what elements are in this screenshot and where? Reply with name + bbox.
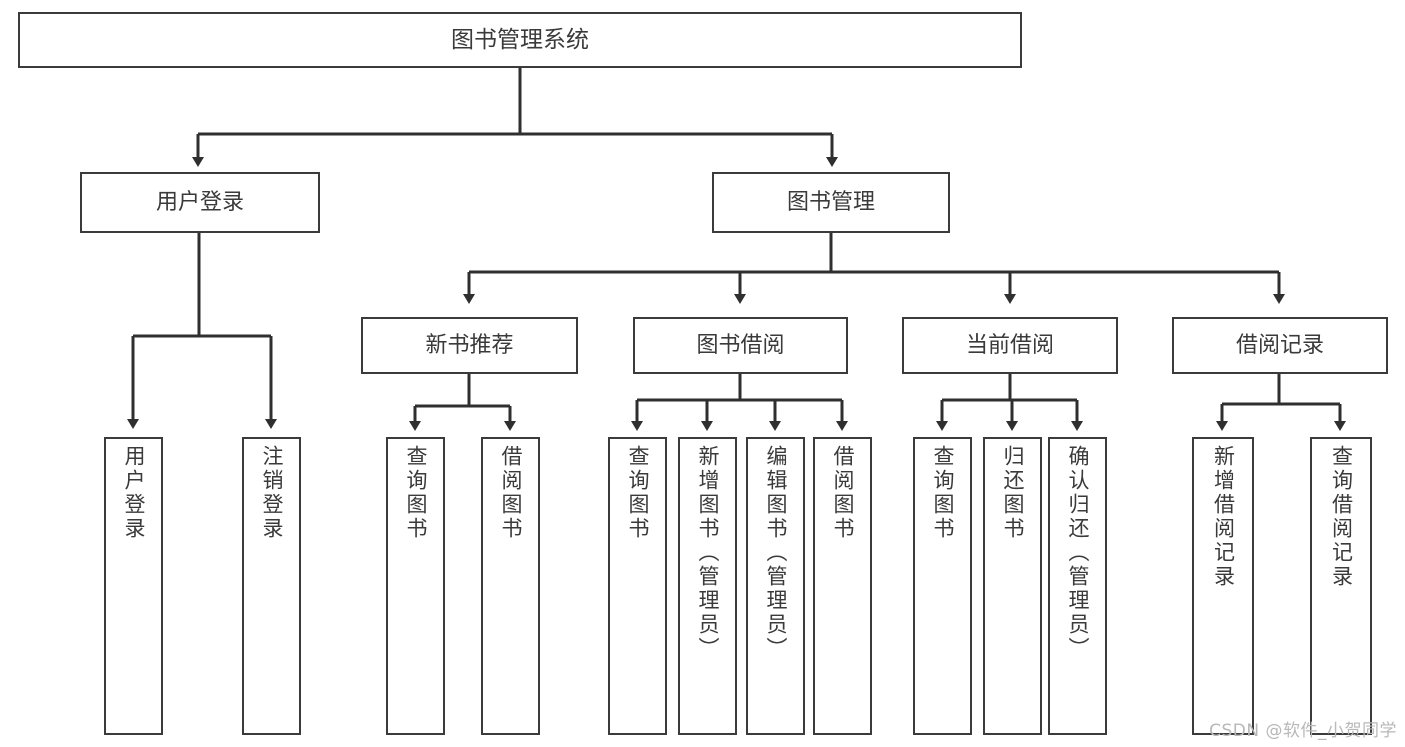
node-leaf-edit-book[interactable]: 编辑图书（管理员） bbox=[746, 437, 805, 735]
node-leaf-borrow-book-1-label: 借阅图书 bbox=[499, 445, 523, 541]
node-root-label: 图书管理系统 bbox=[451, 26, 589, 53]
node-leaf-add-record-label: 新增借阅记录 bbox=[1211, 445, 1236, 589]
node-leaf-borrow-book-2-label: 借阅图书 bbox=[831, 445, 855, 541]
node-leaf-confirm-return[interactable]: 确认归还（管理员） bbox=[1048, 437, 1107, 735]
node-leaf-add-book-label: 新增图书（管理员） bbox=[696, 445, 720, 661]
node-new-book-recommend[interactable]: 新书推荐 bbox=[361, 317, 578, 374]
node-leaf-borrow-book-2[interactable]: 借阅图书 bbox=[813, 437, 872, 735]
node-book-borrow-label: 图书借阅 bbox=[696, 332, 785, 358]
node-leaf-add-book[interactable]: 新增图书（管理员） bbox=[678, 437, 737, 735]
node-leaf-user-login[interactable]: 用户登录 bbox=[104, 437, 163, 735]
watermark: CSDN @软件_小贺同学 bbox=[1209, 721, 1397, 741]
node-root[interactable]: 图书管理系统 bbox=[18, 12, 1022, 68]
node-book-borrow[interactable]: 图书借阅 bbox=[633, 317, 848, 374]
node-user-login[interactable]: 用户登录 bbox=[80, 172, 320, 233]
node-leaf-borrow-book-1[interactable]: 借阅图书 bbox=[481, 437, 540, 735]
node-leaf-user-login-label: 用户登录 bbox=[122, 445, 146, 541]
node-leaf-logout-login[interactable]: 注销登录 bbox=[242, 437, 301, 735]
node-leaf-query-book-3-label: 查询图书 bbox=[931, 445, 955, 541]
node-current-borrow[interactable]: 当前借阅 bbox=[902, 317, 1118, 374]
node-leaf-query-book-1[interactable]: 查询图书 bbox=[386, 437, 445, 735]
node-leaf-query-book-1-label: 查询图书 bbox=[404, 445, 428, 541]
node-borrow-record[interactable]: 借阅记录 bbox=[1172, 317, 1388, 374]
node-leaf-edit-book-label: 编辑图书（管理员） bbox=[764, 445, 788, 661]
node-book-manage[interactable]: 图书管理 bbox=[712, 172, 950, 233]
node-leaf-query-record[interactable]: 查询借阅记录 bbox=[1310, 437, 1372, 735]
node-new-book-recommend-label: 新书推荐 bbox=[425, 332, 514, 358]
node-borrow-record-label: 借阅记录 bbox=[1235, 332, 1324, 358]
node-leaf-return-book[interactable]: 归还图书 bbox=[983, 437, 1042, 735]
node-book-manage-label: 图书管理 bbox=[786, 189, 875, 215]
node-user-login-label: 用户登录 bbox=[155, 189, 244, 215]
node-leaf-logout-login-label: 注销登录 bbox=[260, 445, 284, 541]
node-leaf-query-record-label: 查询借阅记录 bbox=[1329, 445, 1354, 589]
node-leaf-return-book-label: 归还图书 bbox=[1001, 445, 1025, 541]
node-leaf-query-book-2[interactable]: 查询图书 bbox=[608, 437, 667, 735]
node-leaf-query-book-2-label: 查询图书 bbox=[626, 445, 650, 541]
node-leaf-add-record[interactable]: 新增借阅记录 bbox=[1192, 437, 1254, 735]
node-leaf-query-book-3[interactable]: 查询图书 bbox=[913, 437, 972, 735]
node-leaf-confirm-return-label: 确认归还（管理员） bbox=[1066, 445, 1090, 661]
node-current-borrow-label: 当前借阅 bbox=[965, 332, 1054, 358]
